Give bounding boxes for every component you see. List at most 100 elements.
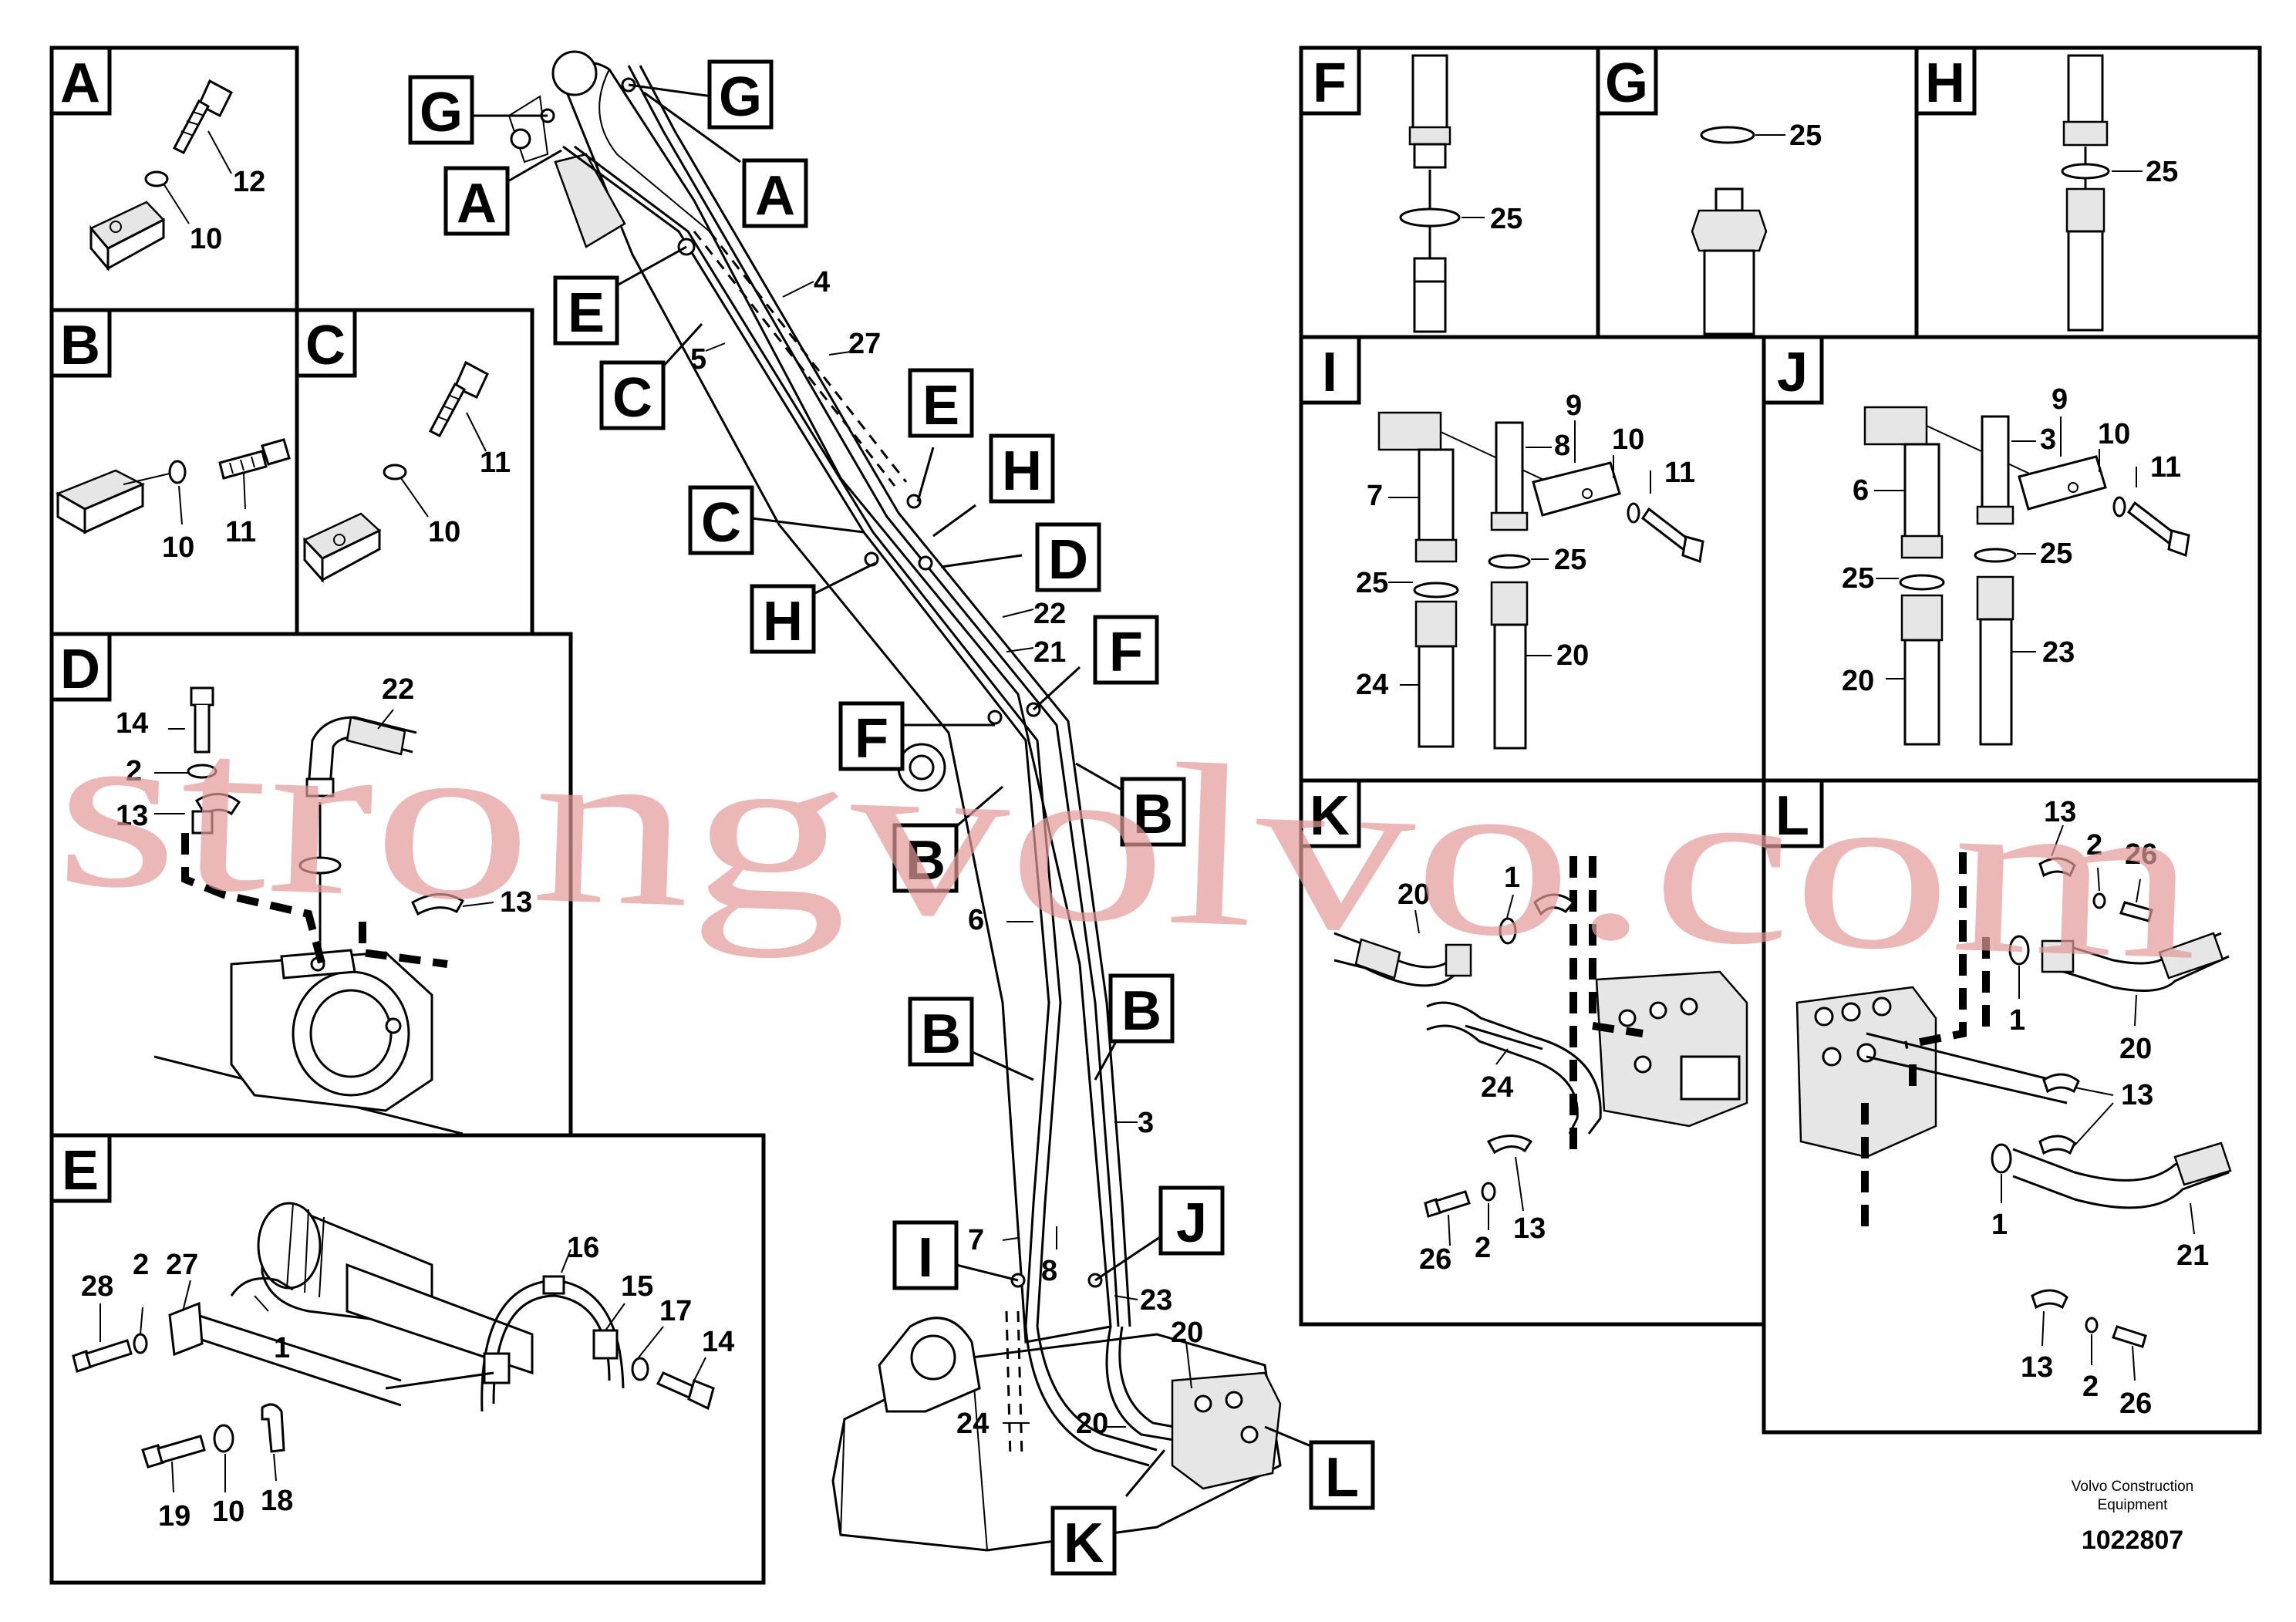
panel-key-b: B	[60, 315, 100, 376]
part-label: 2	[1475, 1232, 1491, 1264]
part-label: 27	[166, 1249, 198, 1281]
part-label: 24	[1481, 1071, 1513, 1104]
part-label: 20	[1171, 1317, 1203, 1349]
bolt-26	[1424, 1190, 1471, 1218]
part-label: 10	[2098, 418, 2130, 450]
part-label: 10	[162, 531, 194, 564]
bolt-28	[72, 1339, 133, 1373]
part-label: 15	[621, 1270, 653, 1303]
hose-20	[2041, 932, 2230, 992]
valve-block	[1795, 986, 1937, 1158]
part-label: 7	[968, 1224, 984, 1256]
part-label: 22	[1033, 598, 1066, 630]
part-label: 13	[116, 800, 148, 832]
part-label: 1	[274, 1332, 290, 1364]
panel-key-l: L	[1775, 785, 1809, 847]
clamp-block	[89, 201, 166, 272]
part-label: 27	[848, 328, 881, 360]
part-label: 1	[1504, 862, 1520, 894]
boom-overview	[507, 50, 1282, 1552]
part-label: 11	[1664, 457, 1695, 489]
part-label: 1	[2009, 1004, 2025, 1037]
callout-e: E	[568, 282, 605, 344]
part-label: 3	[1138, 1107, 1154, 1139]
part-label: 11	[480, 447, 511, 479]
panel-key-h: H	[1925, 52, 1965, 114]
part-label: 10	[1612, 423, 1644, 456]
part-label: 10	[190, 223, 222, 255]
cylinder-head	[153, 949, 464, 1135]
detail-panel-j: J 9 3 10 11 6 25 25 20 23	[1762, 335, 2262, 783]
callout-b: B	[905, 830, 946, 892]
part-label: 7	[1367, 480, 1383, 512]
part-label: 26	[2119, 1388, 2152, 1420]
hose-20	[1333, 932, 1472, 987]
panel-key-j: J	[1777, 342, 1808, 403]
brand-line-2: Equipment	[2098, 1497, 2169, 1513]
brand-line-1: Volvo Construction	[2072, 1479, 2193, 1495]
part-label: 13	[2044, 796, 2076, 828]
part-label: 23	[1140, 1284, 1172, 1317]
part-label: 20	[2119, 1033, 2152, 1065]
bolt-19	[141, 1435, 206, 1469]
part-label: 6	[968, 904, 984, 936]
part-label: 1	[1991, 1209, 2008, 1241]
bolt	[428, 360, 489, 437]
part-label: 16	[567, 1232, 599, 1264]
panel-key-c: C	[305, 315, 346, 376]
detail-panel-b: B 10 11	[49, 308, 299, 636]
callout-l: L	[1325, 1447, 1359, 1509]
part-label: 22	[382, 673, 414, 706]
part-label: 23	[2042, 636, 2075, 669]
callout-c: C	[612, 367, 652, 429]
callout-g: G	[420, 82, 463, 143]
overview-part-labels: 4 27 5 22 21 6 3 7 8 23 20 24 20	[690, 266, 1203, 1440]
part-label: 2	[126, 755, 142, 787]
callout-c: C	[701, 492, 741, 554]
part-label: 3	[2040, 423, 2056, 456]
part-label: 18	[261, 1485, 293, 1517]
band-clamp-16	[480, 1275, 625, 1412]
detail-panel-f: F 25	[1299, 46, 1600, 339]
callout-h: H	[1002, 440, 1042, 502]
callout-b: B	[921, 1003, 961, 1065]
panel-key-k: K	[1310, 785, 1350, 847]
part-label: 24	[1356, 669, 1388, 701]
part-label: 14	[702, 1326, 734, 1358]
washer	[168, 460, 187, 484]
bolt-14	[190, 686, 214, 754]
valve-block	[1595, 970, 1748, 1128]
detail-panel-g: G 25	[1596, 46, 1919, 339]
part-label: 9	[2052, 383, 2068, 416]
callout-i: I	[918, 1227, 933, 1289]
callout-g: G	[719, 66, 762, 128]
detail-panel-h: H 25	[1914, 46, 2262, 339]
detail-panel-a: A 12 10	[49, 46, 299, 312]
part-label: 20	[1076, 1408, 1108, 1440]
part-label: 13	[2021, 1351, 2053, 1384]
detail-panel-c: C 11 10	[295, 308, 534, 636]
panel-key-d: D	[60, 639, 100, 700]
part-label: 25	[2040, 538, 2072, 570]
part-label: 13	[500, 886, 532, 919]
panel-key-i: I	[1322, 342, 1337, 403]
part-label: 8	[1554, 430, 1570, 462]
part-label: 14	[116, 707, 148, 740]
overview-callouts: G G A A E C E H C D H F F B B B B I J	[408, 59, 1375, 1576]
hose-22	[305, 716, 417, 798]
part-label: 19	[158, 1500, 190, 1533]
part-label: 10	[428, 516, 460, 548]
callout-j: J	[1176, 1192, 1207, 1254]
part-label: 25	[2146, 156, 2178, 188]
clamp-block	[302, 512, 382, 583]
part-label: 13	[1513, 1212, 1546, 1245]
clamp-13	[191, 793, 241, 835]
part-label: 11	[225, 516, 256, 548]
part-label: 2	[133, 1249, 149, 1281]
part-label: 2	[2086, 829, 2102, 862]
detail-panel-e: E	[49, 1133, 766, 1585]
part-label: 17	[659, 1295, 692, 1327]
panel-key-a: A	[60, 52, 100, 114]
callout-h: H	[763, 591, 803, 653]
part-label: 21	[2176, 1239, 2209, 1272]
